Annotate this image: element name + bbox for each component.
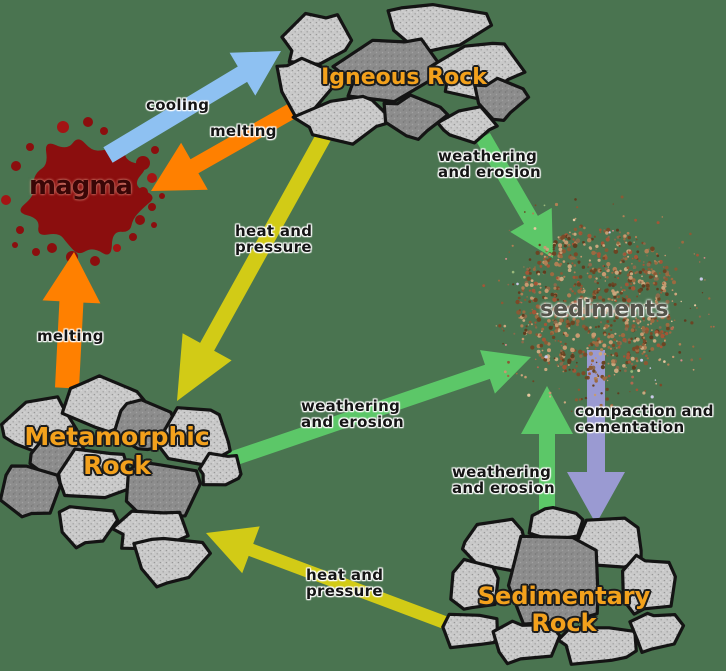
arrow-cooling: [103, 51, 282, 163]
label-weathering-igneous: weathering and erosion: [438, 148, 541, 180]
label-line: Sedimentary: [477, 582, 651, 610]
arrow-weathering-from-metamorphic: [217, 350, 531, 471]
label-line: Rock: [83, 451, 151, 480]
sediments-cluster: [482, 195, 715, 417]
arrow-weathering-from-igneous: [476, 133, 553, 258]
label-line: pressure: [235, 238, 312, 256]
process-arrows: [42, 51, 625, 636]
label-line: heat and: [235, 222, 313, 240]
label-heat-pressure-sedimentary: heat and pressure: [306, 567, 383, 599]
arrow-heat-pressure-from-igneous: [177, 132, 331, 401]
metamorphic-rock-pile: [0, 374, 243, 589]
label-line: weathering: [301, 397, 401, 415]
arrow-compaction-cementation: [567, 350, 625, 524]
label-line: cementation: [575, 418, 685, 436]
arrow-melting-from-metamorphic: [42, 252, 101, 389]
label-line: weathering: [452, 463, 552, 481]
arrow-heat-pressure-from-sedimentary: [206, 526, 465, 636]
sedimentary-rock-pile: [441, 506, 686, 666]
label-melting-metamorphic: melting: [37, 327, 104, 345]
label-line: compaction and: [575, 402, 714, 420]
label-line: and erosion: [301, 413, 404, 431]
label-metamorphic-rock: Metamorphic Rock: [16, 422, 218, 480]
label-weathering-metamorphic: weathering and erosion: [301, 398, 404, 430]
label-line: Rock: [531, 609, 597, 637]
rock-piles: [0, 2, 686, 666]
label-magma: magma: [29, 171, 133, 201]
arrow-melting-from-igneous: [151, 101, 301, 191]
magma-splatter: [1, 117, 165, 266]
label-melting-igneous: melting: [210, 122, 277, 140]
igneous-rock-pile: [275, 2, 531, 146]
label-line: heat and: [306, 566, 384, 584]
label-line: Metamorphic: [24, 422, 210, 451]
label-compaction-cementation: compaction and cementation: [575, 403, 714, 435]
label-line: and erosion: [438, 163, 541, 181]
label-heat-pressure-igneous: heat and pressure: [235, 223, 312, 255]
label-sedimentary-rock: Sedimentary Rock: [468, 583, 660, 637]
label-line: and erosion: [452, 479, 555, 497]
label-line: pressure: [306, 582, 383, 600]
label-igneous-rock: Igneous Rock: [321, 65, 487, 90]
label-weathering-sedimentary: weathering and erosion: [452, 464, 555, 496]
label-sediments: sediments: [540, 297, 669, 322]
label-cooling: cooling: [146, 96, 210, 114]
label-line: weathering: [438, 147, 538, 165]
arrow-weathering-from-sedimentary: [521, 386, 573, 517]
